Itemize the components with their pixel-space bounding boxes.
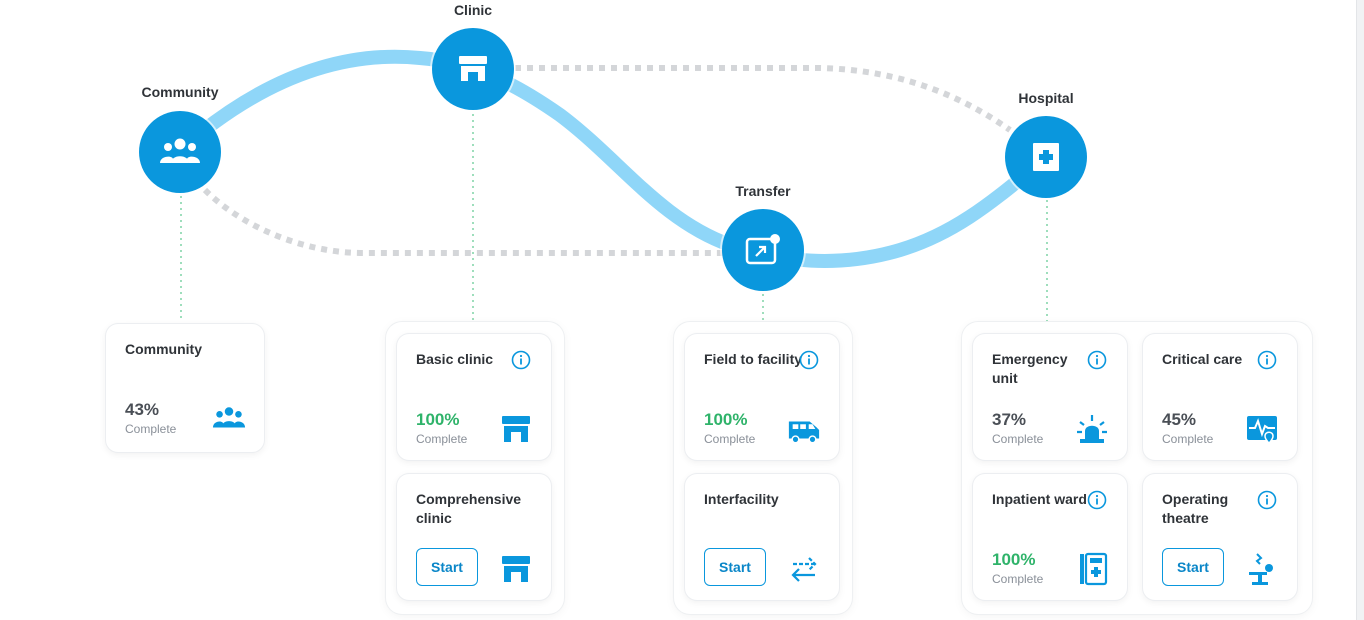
group-hospital: Emergency unit 37% Complete Critical car… xyxy=(962,322,1312,614)
card-emergency-unit[interactable]: Emergency unit 37% Complete xyxy=(973,334,1127,460)
start-button[interactable]: Start xyxy=(704,548,766,586)
card-title: Emergency unit xyxy=(992,351,1068,386)
card-interfacility[interactable]: Interfacility Start xyxy=(685,474,839,600)
people-group-icon xyxy=(212,407,246,428)
card-field-to-facility[interactable]: Field to facility 100% Complete xyxy=(685,334,839,460)
group-transfer: Field to facility 100% Complete Interfac… xyxy=(674,322,852,614)
info-icon[interactable] xyxy=(1087,490,1107,510)
info-icon[interactable] xyxy=(1087,350,1107,370)
node-clinic[interactable] xyxy=(432,28,514,110)
node-label-clinic: Clinic xyxy=(453,2,493,18)
storefront-icon xyxy=(459,56,487,81)
status-text: Complete xyxy=(992,432,1044,446)
info-icon[interactable] xyxy=(799,350,819,370)
start-button[interactable]: Start xyxy=(416,548,478,586)
status-text: Complete xyxy=(704,432,756,446)
percent-complete: 43% xyxy=(125,400,160,419)
people-group-icon xyxy=(160,138,200,163)
card-community[interactable]: Community 43% Complete xyxy=(106,324,264,452)
info-icon[interactable] xyxy=(1257,350,1277,370)
card-inpatient-ward[interactable]: Inpatient ward 100% Complete xyxy=(973,474,1127,600)
transfer-board-icon xyxy=(745,234,780,265)
surgery-lamp-icon xyxy=(1249,553,1273,585)
start-button[interactable]: Start xyxy=(1162,548,1224,586)
node-community[interactable] xyxy=(139,111,221,193)
transfer-arrows-icon xyxy=(791,557,817,582)
status-text: Complete xyxy=(416,432,468,446)
card-title: Inpatient ward xyxy=(992,491,1087,507)
status-text: Complete xyxy=(1162,432,1214,446)
siren-icon xyxy=(1077,415,1107,443)
node-label-hospital: Hospital xyxy=(1018,90,1074,106)
percent-complete: 45% xyxy=(1162,410,1197,429)
card-operating-theatre[interactable]: Operating theatre Start xyxy=(1143,474,1297,600)
percent-complete: 37% xyxy=(992,410,1027,429)
node-transfer[interactable] xyxy=(722,209,804,291)
card-critical-care[interactable]: Critical care 45% Complete xyxy=(1143,334,1297,460)
info-icon[interactable] xyxy=(1257,490,1277,510)
card-title: Interfacility xyxy=(704,491,779,507)
card-comprehensive-clinic[interactable]: Comprehensive clinic Start xyxy=(397,474,551,600)
card-title: Field to facility xyxy=(704,351,803,367)
card-title: Operating theatre xyxy=(1162,491,1229,526)
dotted-route-clinic-hospital xyxy=(515,65,1012,133)
card-title: Basic clinic xyxy=(416,351,494,367)
main-route xyxy=(173,49,1053,268)
card-title: Critical care xyxy=(1162,351,1243,367)
percent-complete: 100% xyxy=(416,410,460,429)
percent-complete: 100% xyxy=(704,410,748,429)
status-text: Complete xyxy=(125,422,177,436)
card-basic-clinic[interactable]: Basic clinic 100% Complete xyxy=(397,334,551,460)
heart-monitor-icon xyxy=(1247,416,1277,445)
node-hospital[interactable] xyxy=(1005,116,1087,198)
node-label-transfer: Transfer xyxy=(735,183,791,199)
dotted-route-community-transfer xyxy=(202,187,725,256)
hospital-cross-icon xyxy=(1033,143,1059,171)
ambulance-icon xyxy=(788,421,820,444)
card-title: Community xyxy=(125,341,202,357)
group-clinic: Basic clinic 100% Complete Comprehensive… xyxy=(386,322,564,614)
window-scroll-edge xyxy=(1356,0,1364,620)
card-title: Comprehensive clinic xyxy=(416,491,522,526)
status-text: Complete xyxy=(992,572,1044,586)
ward-door-icon xyxy=(1080,552,1108,586)
percent-complete: 100% xyxy=(992,550,1036,569)
storefront-icon xyxy=(502,556,530,582)
info-icon[interactable] xyxy=(511,350,531,370)
node-label-community: Community xyxy=(141,84,219,100)
storefront-icon xyxy=(502,416,530,442)
